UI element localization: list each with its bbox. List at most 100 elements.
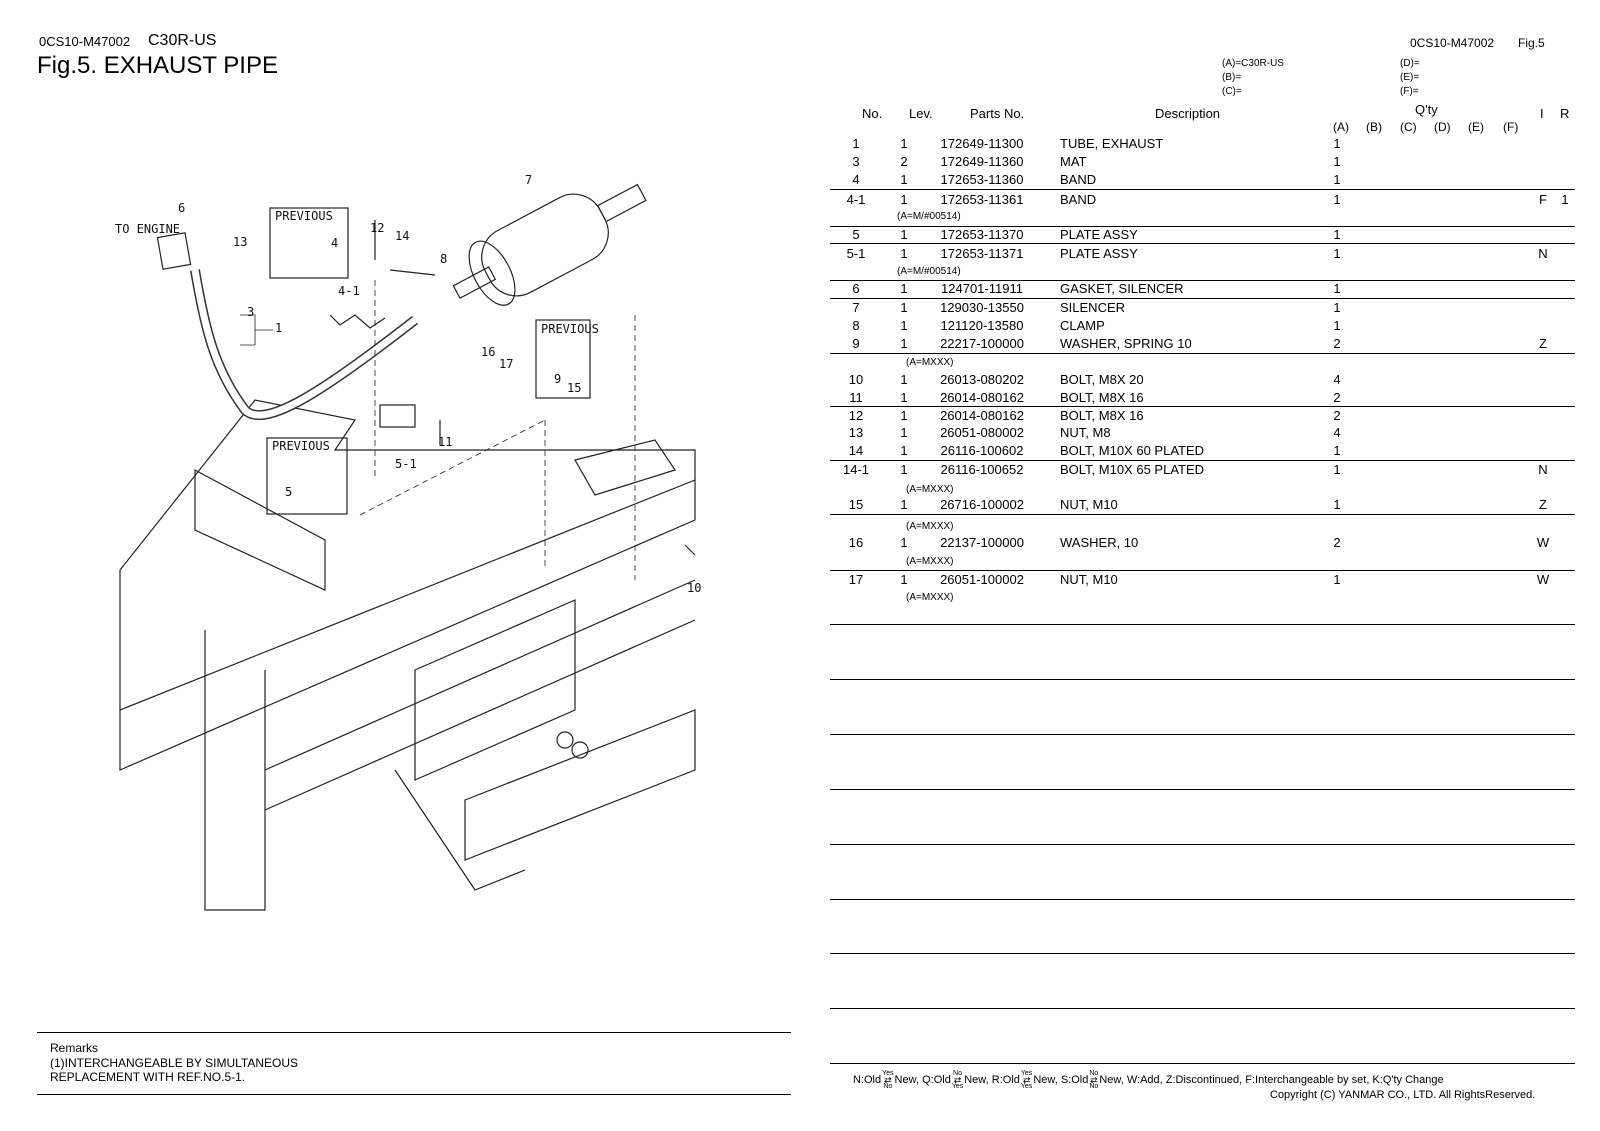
cell-lev: 1 [900,172,908,187]
row-divider [830,844,1575,845]
cell-description: TUBE, EXHAUST [1060,136,1164,151]
cell-qty-a: 4 [1333,372,1341,387]
cell-qty-a: 1 [1333,172,1341,187]
cell-no: 5-1 [846,246,866,261]
cell-part-no: 172653-11360 [940,172,1024,187]
cell-description: GASKET, SILENCER [1060,281,1184,296]
cell-no: 4 [852,172,860,187]
cell-part-no: 26716-100002 [940,497,1024,512]
cell-no: 5 [852,227,860,242]
arrow-bottom-label: Yes [951,1083,964,1090]
legend-r-old: R:Old [991,1073,1020,1086]
table-row: 11 1 26014-080162 BOLT, M8X 16 2 [830,390,1575,408]
serial-note: (A=MXXX) [906,357,954,368]
frame-upper-plate [119,399,696,711]
model-code-e: (E)= [1400,72,1420,83]
exchange-arrow-icon: Yes⇄Yes [1020,1070,1033,1090]
col-header-i: I [1540,106,1544,121]
cell-lev: 1 [900,572,908,587]
copyright: Copyright (C) YANMAR CO., LTD. All Right… [1270,1089,1536,1101]
cell-part-no: 26051-100002 [940,572,1024,587]
model-code-d: (D)= [1400,58,1420,69]
cell-description: BOLT, M8X 16 [1060,408,1144,423]
callout: 17 [499,357,513,371]
cell-i: Z [1539,336,1547,351]
cell-no: 12 [848,408,864,423]
row-divider [830,1008,1575,1009]
table-row: 10 1 26013-080202 BOLT, M8X 20 4 [830,372,1575,390]
cell-no: 16 [848,535,864,550]
cell-lev: 1 [900,497,908,512]
cell-part-no: 26014-080162 [940,408,1024,423]
cell-part-no: 172649-11300 [940,136,1024,151]
label-to-engine: TO ENGINE [115,222,180,236]
remarks-text: REPLACEMENT WITH REF.NO.5-1. [50,1070,246,1084]
callout: 5 [285,485,292,499]
cell-i: W [1536,572,1550,587]
cell-qty-a: 1 [1333,443,1341,458]
cell-no: 8 [852,318,860,333]
row-divider [830,406,1575,407]
right-doc-code: 0CS10-M47002 [1410,36,1495,50]
row-divider [830,570,1575,571]
cell-lev: 1 [900,425,908,440]
callout: 9 [554,372,561,386]
doc-code: 0CS10-M47002 [39,34,131,49]
cell-lev: 1 [900,227,908,242]
cell-r: 1 [1561,192,1569,207]
col-header-a: (A) [1333,120,1349,134]
callout: 15 [567,381,581,395]
cell-lev: 1 [900,535,908,550]
serial-note: (A=M/#00514) [897,211,961,222]
frame-box [414,599,576,781]
col-header-qty: Q'ty [1415,102,1438,117]
cell-qty-a: 1 [1333,300,1341,315]
cell-i: F [1539,192,1547,207]
table-row: 15 1 26716-100002 NUT, M10 1 Z [830,497,1575,515]
band [329,314,386,329]
cell-qty-a: 4 [1333,425,1341,440]
cell-part-no: 26014-080162 [940,390,1024,405]
cell-qty-a: 1 [1333,227,1341,242]
cell-description: BOLT, M8X 16 [1060,390,1144,405]
cell-description: BOLT, M8X 20 [1060,372,1144,387]
cell-part-no: 172649-11360 [940,154,1024,169]
cell-qty-a: 1 [1333,462,1341,477]
callout: 5-1 [395,457,417,471]
frame-hook [394,769,526,891]
frame-hole-icon [571,741,589,759]
row-divider [830,353,1575,354]
silencer [452,183,647,306]
cell-i: N [1538,246,1548,261]
cell-qty-a: 1 [1333,497,1341,512]
cell-qty-a: 1 [1333,246,1341,261]
table-row: 12 1 26014-080162 BOLT, M8X 16 2 [830,408,1575,426]
bolt-lines [374,220,696,556]
row-divider [830,1063,1575,1064]
remarks-title: Remarks [50,1041,99,1055]
col-header-b: (B) [1366,120,1382,134]
cell-part-no: 26116-100602 [940,443,1024,458]
callout: 4 [331,236,338,250]
cell-no: 15 [848,497,864,512]
frame-bracket-right [574,439,676,496]
cell-description: CLAMP [1060,318,1105,333]
frame-lower-rail [464,709,696,861]
cell-description: NUT, M10 [1060,497,1118,512]
cell-lev: 1 [900,336,908,351]
col-header-r: R [1560,106,1570,121]
table-row: 6 1 124701-11911 GASKET, SILENCER 1 [830,281,1575,299]
cell-part-no: 22217-100000 [940,336,1024,351]
row-divider [830,679,1575,680]
cell-part-no: 26051-080002 [940,425,1024,440]
cell-lev: 2 [900,154,908,169]
callout: 11 [438,435,452,449]
legend-n-old: N:Old [853,1073,882,1086]
cell-description: WASHER, 10 [1060,535,1139,550]
remarks-divider [37,1094,791,1095]
legend-n-new: New, [894,1073,920,1086]
legend-s-old: S:Old [1060,1073,1089,1086]
cell-qty-a: 2 [1333,336,1341,351]
table-row: 4 1 172653-11360 BAND 1 [830,172,1575,190]
plate-assy [379,404,416,428]
